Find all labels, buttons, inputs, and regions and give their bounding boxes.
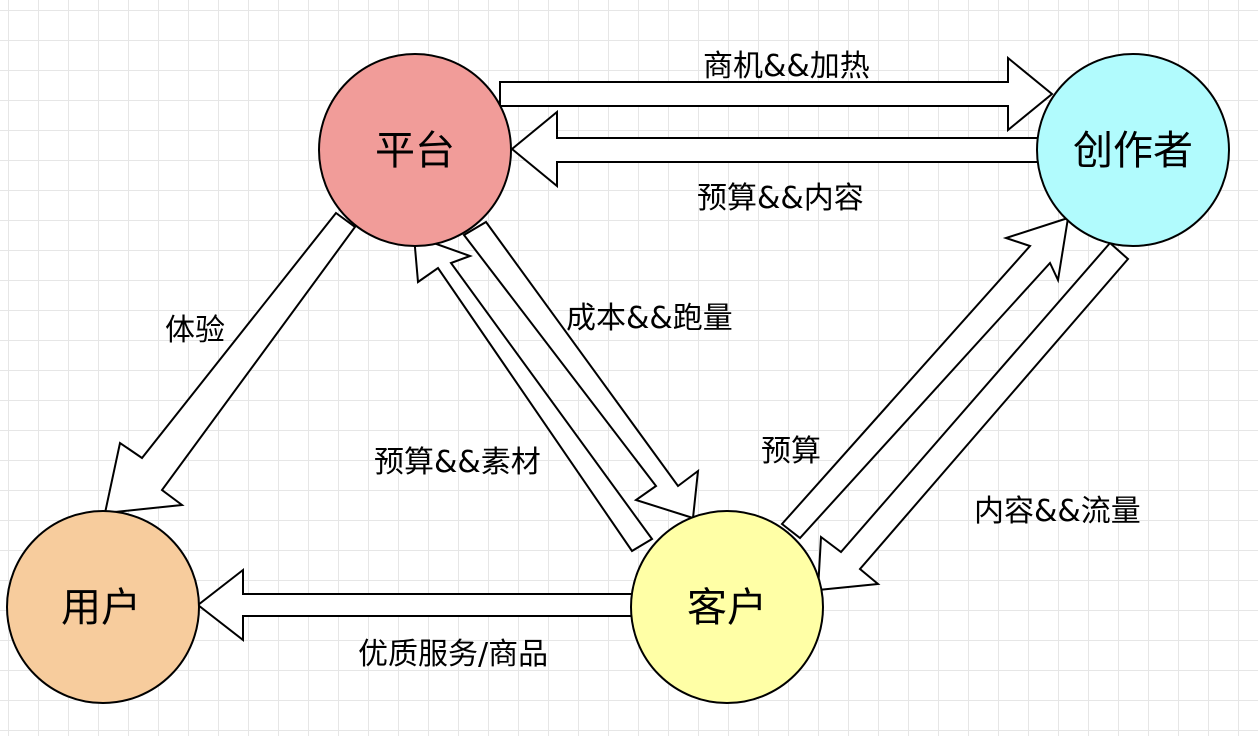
node-creator-label: 创作者 bbox=[1073, 128, 1193, 174]
arrow-creator-to-platform bbox=[510, 109, 1041, 189]
node-client-label: 客户 bbox=[687, 585, 767, 631]
edge-label-creator-to-platform: 预算&&内容 bbox=[697, 181, 864, 216]
edge-label-client-to-creator: 预算 bbox=[761, 434, 821, 469]
arrow-platform-to-client bbox=[462, 220, 700, 520]
arrow-platform-to-creator bbox=[499, 55, 1054, 133]
edge-label-platform-to-client: 成本&&跑量 bbox=[566, 301, 733, 336]
arrow-client-to-platform bbox=[412, 234, 654, 553]
node-client-circle bbox=[630, 510, 824, 704]
node-user-circle bbox=[6, 510, 200, 704]
arrow-creator-to-client bbox=[816, 241, 1130, 592]
edge-label-client-to-user: 优质服务/商品 bbox=[358, 637, 548, 672]
arrow-client-to-user bbox=[196, 567, 633, 643]
node-platform-circle bbox=[318, 53, 512, 247]
arrow-client-to-creator bbox=[780, 216, 1070, 540]
edge-label-creator-to-client: 内容&&流量 bbox=[974, 494, 1141, 529]
edge-label-platform-to-creator: 商机&&加热 bbox=[703, 49, 870, 84]
edge-label-platform-to-user: 体验 bbox=[165, 313, 225, 348]
arrow-platform-to-user bbox=[103, 211, 357, 515]
node-user-label: 用户 bbox=[61, 585, 141, 631]
node-platform-label: 平台 bbox=[375, 128, 455, 174]
edge-label-client-to-platform: 预算&&素材 bbox=[374, 445, 541, 480]
node-creator-circle bbox=[1036, 53, 1230, 247]
